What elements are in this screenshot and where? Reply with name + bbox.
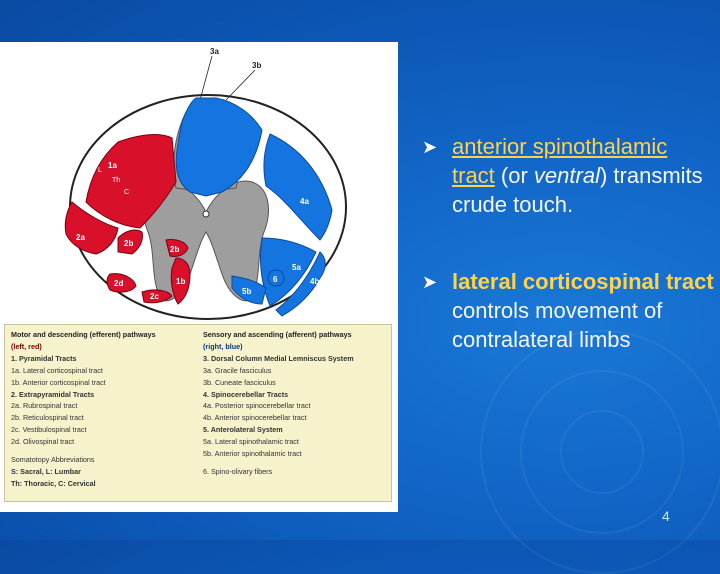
- legend-item: 2d. Olivospinal tract: [11, 437, 75, 447]
- legend-left-header-sub: (left, red): [11, 341, 42, 351]
- legend-right-header-sub: (right, blue): [203, 341, 243, 351]
- tract-5a: [259, 237, 317, 307]
- label-4a: 4a: [300, 197, 309, 206]
- label-2c: 2c: [150, 292, 159, 301]
- legend-item: 4a. Posterior spinocerebellar tract: [203, 401, 311, 411]
- label-4b: 4b: [310, 277, 319, 286]
- somatotopy-line-2: Th: Thoracic, C: Cervical: [11, 478, 96, 488]
- tract-1a: [85, 134, 177, 229]
- legend-item: 3. Dorsal Column Medial Lemniscus System: [203, 353, 354, 363]
- label-2b: 2b: [124, 239, 133, 248]
- label-1b: 1b: [176, 277, 185, 286]
- tract-2b-ventral: [165, 239, 189, 257]
- term-lateral-corticospinal: lateral corticospinal tract: [452, 269, 714, 294]
- label-5b: 5b: [242, 287, 251, 296]
- legend-item: 2c. Vestibulospinal tract: [11, 425, 87, 435]
- page-number: 4: [662, 508, 670, 524]
- legend-item: 1b. Anterior corticospinal tract: [11, 377, 106, 387]
- legend-item-spino-olivary: 6. Spino-olivary fibers: [203, 466, 273, 476]
- label-3a: 3a: [210, 47, 219, 56]
- label-line: [225, 69, 256, 101]
- tract-6: [267, 269, 285, 287]
- tract-2c: [141, 289, 173, 304]
- tract-4a: [263, 133, 333, 241]
- legend-item: 5b. Anterior spinothalamic tract: [203, 449, 302, 459]
- term-anterior-spinothalamic: anterior spinothalamic tract: [452, 134, 668, 188]
- legend-item: 5a. Lateral spinothalamic tract: [203, 437, 299, 447]
- label-line: [199, 55, 213, 101]
- somatotopy-line-1: S: Sacral, L: Lumbar: [11, 466, 81, 476]
- bullet-desc-post: ) transmits crude touch.: [452, 163, 703, 217]
- legend-item: 1a. Lateral corticospinal tract: [11, 365, 103, 375]
- arrow-bullet-icon: ➤: [422, 137, 438, 157]
- tract-1b: [170, 257, 191, 305]
- label-2a: 2a: [76, 233, 85, 242]
- label-6: 6: [273, 275, 278, 284]
- tract-5b: [231, 275, 267, 305]
- legend-item: 2a. Rubrospinal tract: [11, 401, 78, 411]
- bullet-item: ➤ lateral corticospinal tract controls m…: [418, 267, 714, 354]
- tract-3a-3b: [175, 97, 263, 197]
- legend-item: 2b. Reticulospinal tract: [11, 413, 84, 423]
- bullet-list: ➤ anterior spinothalamic tract (or ventr…: [418, 132, 714, 354]
- label-1a: 1a: [108, 161, 117, 170]
- spinal-cord-diagram: 3a 3b 1a 2a 2b 2b 1b 2d 2c 4a 4b 5a 5b 6…: [64, 47, 347, 320]
- somatotopy-letter-c: C: [124, 189, 129, 196]
- tract-2a: [64, 201, 119, 255]
- legend-item: 2. Extrapyramidal Tracts: [11, 389, 95, 399]
- central-canal: [202, 210, 210, 218]
- legend-right-column: Sensory and ascending (afferent) pathway…: [203, 329, 389, 478]
- arrow-bullet-icon: ➤: [422, 272, 438, 292]
- legend-left-header: Motor and descending (efferent) pathways: [11, 330, 156, 339]
- background-ripple: [560, 410, 644, 494]
- tract-2b: [117, 229, 143, 255]
- legend-item: 4. Spinocerebellar Tracts: [203, 389, 289, 399]
- somatotopy-letter-l: L: [98, 167, 102, 174]
- bullet-desc-italic: ventral: [533, 163, 600, 188]
- spinal-cord-figure: 3a 3b 1a 2a 2b 2b 1b 2d 2c 4a 4b 5a 5b 6…: [0, 42, 398, 512]
- tract-4b: [275, 251, 326, 317]
- somatotopy-letter-s: S: [84, 159, 89, 166]
- somatotopy-letter-th: Th: [112, 177, 120, 184]
- legend: Motor and descending (efferent) pathways…: [4, 324, 392, 502]
- bullet-desc-pre: (or: [494, 163, 534, 188]
- label-5a: 5a: [292, 263, 301, 272]
- legend-item: 3b. Cuneate fasciculus: [203, 377, 276, 387]
- label-2b-ventral: 2b: [170, 245, 179, 254]
- legend-left-column: Motor and descending (efferent) pathways…: [11, 329, 199, 490]
- legend-item: 3a. Gracile fasciculus: [203, 365, 272, 375]
- bullet-item: ➤ anterior spinothalamic tract (or ventr…: [418, 132, 714, 219]
- legend-item: 1. Pyramidal Tracts: [11, 353, 77, 363]
- background-ripple: [520, 370, 684, 534]
- bullet-desc: controls movement of contralateral limbs: [452, 298, 663, 352]
- somatotopy-title: Somatotopy Abbreviations: [11, 455, 95, 465]
- tract-2d: [106, 273, 137, 293]
- label-2d: 2d: [114, 279, 123, 288]
- legend-item: 4b. Anterior spinocerebellar tract: [203, 413, 307, 423]
- label-3b: 3b: [252, 61, 261, 70]
- legend-item: 5. Anterolateral System: [203, 425, 283, 435]
- legend-right-header: Sensory and ascending (afferent) pathway…: [203, 330, 352, 339]
